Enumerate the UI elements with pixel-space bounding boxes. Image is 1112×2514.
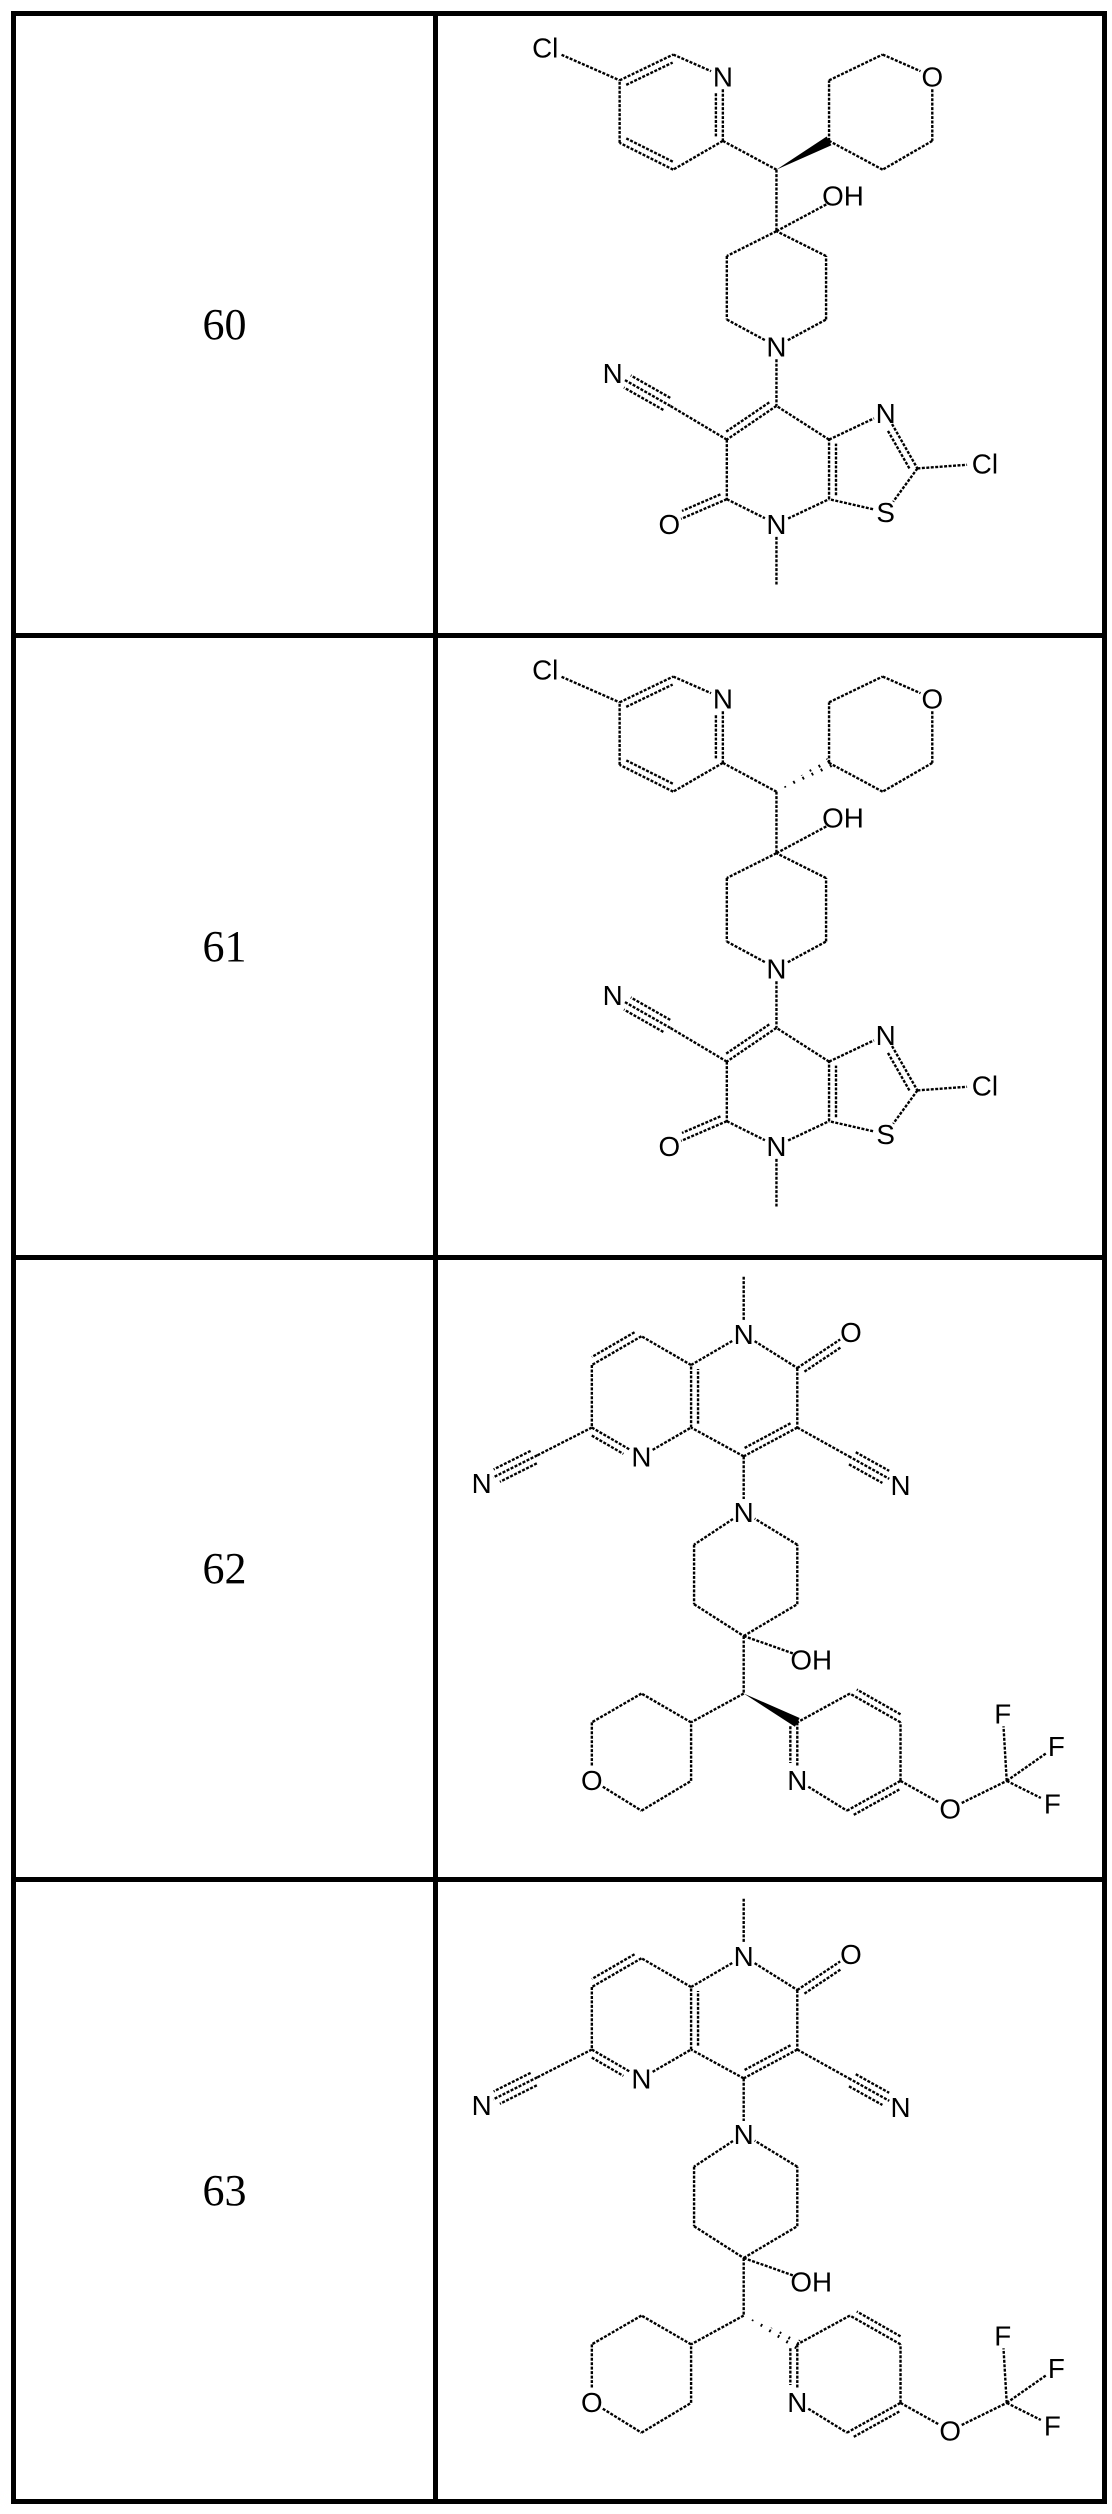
- compound-number-cell: 61: [16, 638, 438, 1255]
- compound-number-cell: 62: [16, 1260, 438, 1877]
- atom-label: OH: [790, 2267, 832, 2298]
- atom-label: S: [876, 1119, 895, 1150]
- atom-label: S: [876, 497, 895, 528]
- atom-label: O: [939, 2416, 961, 2447]
- atom-label: N: [787, 2387, 807, 2418]
- atom-label: O: [840, 1317, 862, 1348]
- atom-label: F: [994, 1698, 1011, 1729]
- atom-label: F: [1048, 2353, 1065, 2384]
- atom-label: F: [1044, 2411, 1061, 2442]
- atom-label: N: [766, 953, 786, 984]
- atom-label: N: [603, 980, 623, 1011]
- atom-label: O: [840, 1939, 862, 1970]
- atom-label: N: [472, 2090, 492, 2121]
- atom-label: F: [1044, 1789, 1061, 1820]
- atom-label: N: [766, 509, 786, 540]
- atom-label: N: [766, 331, 786, 362]
- atom-label: Cl: [532, 33, 558, 64]
- atom-label: Cl: [972, 1070, 998, 1101]
- atom-label: N: [472, 1468, 492, 1499]
- atom-label: Cl: [972, 448, 998, 479]
- atom-label: N: [713, 61, 733, 92]
- atom-label: O: [921, 683, 943, 714]
- atom-label: F: [994, 2320, 1011, 2351]
- atom-label: F: [1048, 1731, 1065, 1762]
- atom-label: N: [713, 683, 733, 714]
- atom-label: N: [734, 1497, 754, 1528]
- atom-label: Cl: [532, 655, 558, 686]
- atom-label: O: [581, 2387, 603, 2418]
- atom-label: N: [787, 1765, 807, 1796]
- atom-label: N: [876, 398, 896, 429]
- atom-label: N: [766, 1131, 786, 1162]
- atom-label: N: [890, 2092, 910, 2123]
- atom-label: OH: [790, 1645, 832, 1676]
- atom-label: N: [876, 1020, 896, 1051]
- compound-number-cell: 60: [16, 16, 438, 633]
- atom-label: N: [890, 1470, 910, 1501]
- atom-label: N: [734, 1941, 754, 1972]
- atom-label: O: [939, 1794, 961, 1825]
- atom-label: OH: [822, 802, 864, 833]
- atom-label: N: [631, 2063, 651, 2094]
- atom-label: OH: [822, 180, 864, 211]
- atom-label: N: [734, 1319, 754, 1350]
- atom-label: N: [734, 2119, 754, 2150]
- atom-label: N: [631, 1441, 651, 1472]
- atom-label: O: [921, 61, 943, 92]
- atom-label: O: [658, 1131, 680, 1162]
- atom-label: O: [658, 509, 680, 540]
- atom-label: N: [603, 358, 623, 389]
- atom-label: O: [581, 1765, 603, 1796]
- compound-number-cell: 63: [16, 1882, 438, 2499]
